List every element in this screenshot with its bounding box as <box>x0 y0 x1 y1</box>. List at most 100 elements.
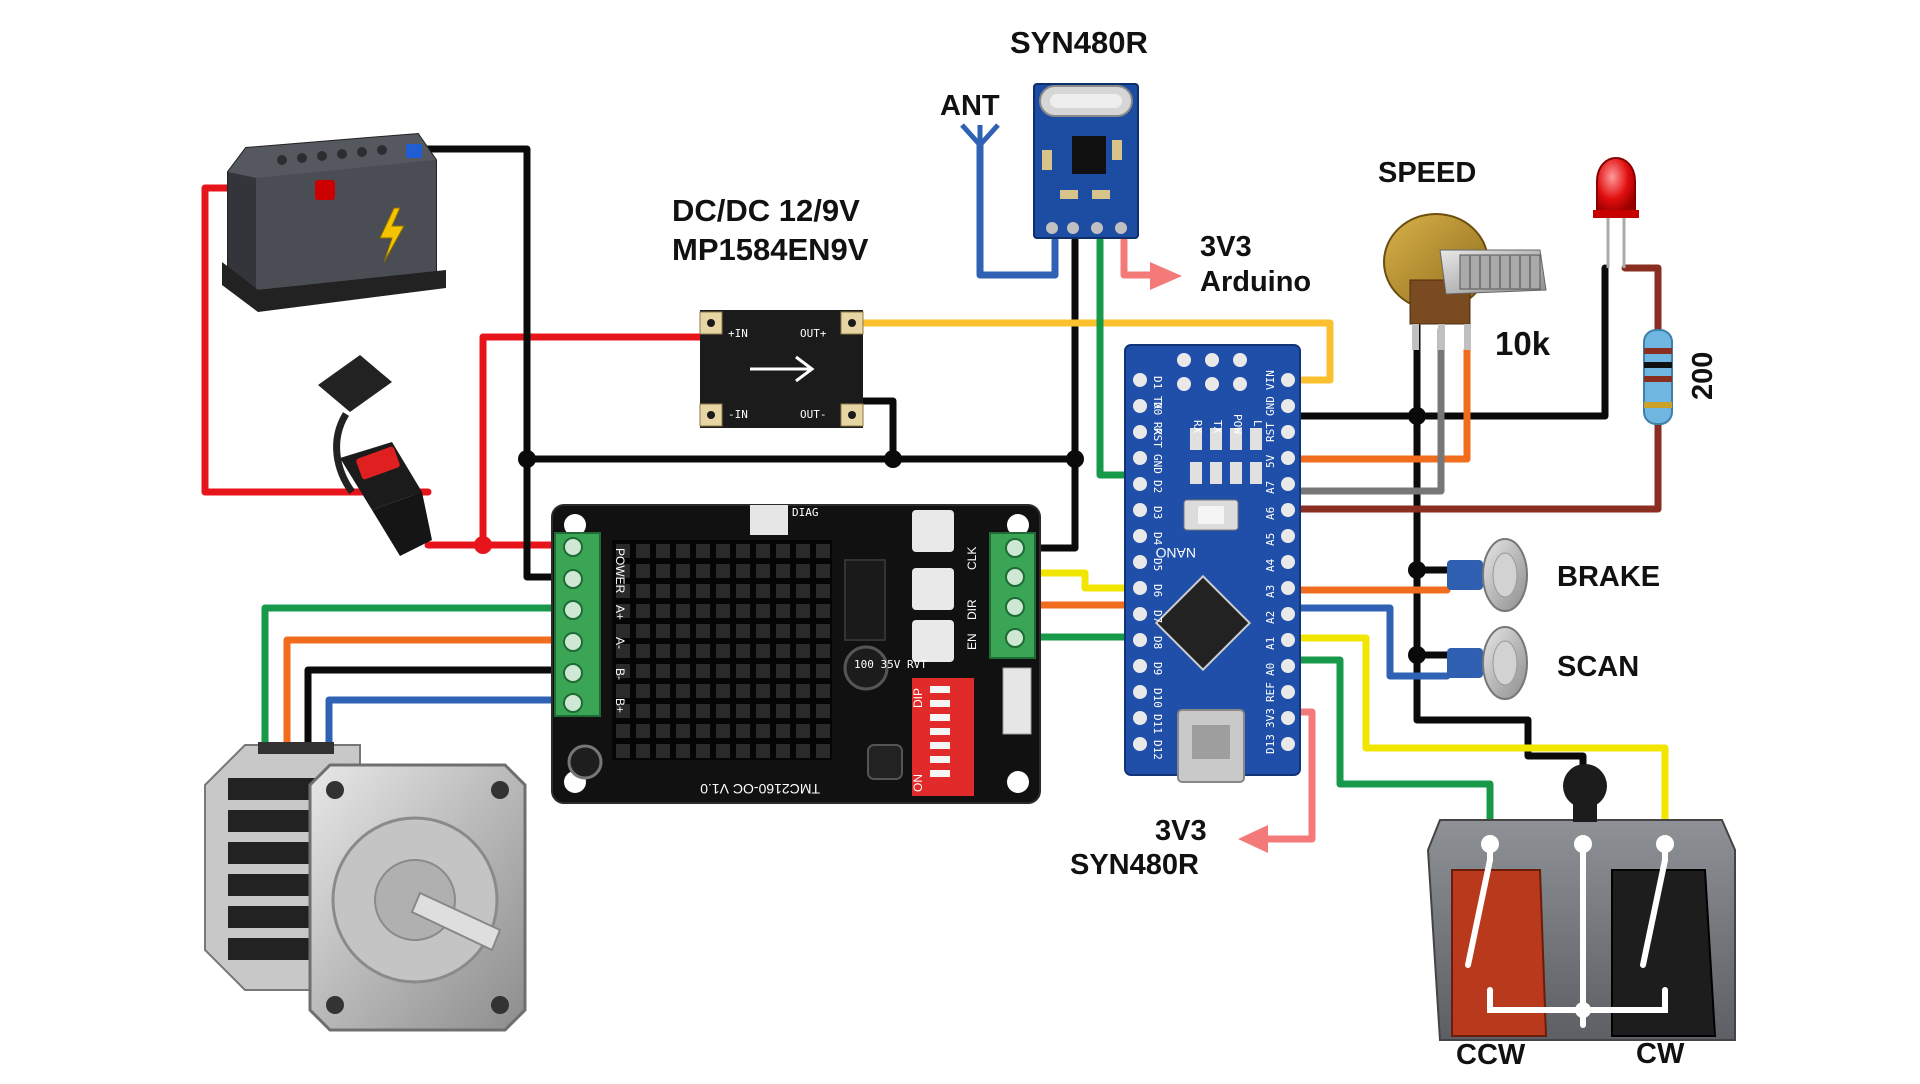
nano-header-hole <box>1281 425 1295 439</box>
nano-pin-label: D5 <box>1151 558 1164 571</box>
out-3v3-top-target: Arduino <box>1200 266 1311 298</box>
antenna-label: ANT <box>940 90 1000 122</box>
wire-scan-a2 <box>1288 604 1451 680</box>
terminal-label-en: EN <box>965 633 979 650</box>
nano-header-hole <box>1133 737 1147 751</box>
nano-header-hole <box>1281 607 1295 621</box>
nano-header-hole <box>1133 373 1147 387</box>
nano-pin-label: VIN <box>1264 370 1277 390</box>
nano-mcu <box>1154 574 1252 672</box>
nano-pin-label: A0 <box>1264 663 1277 676</box>
driver-capacitor-text: 100 35V RVT <box>854 658 927 671</box>
nano-pin-label: RST <box>1151 428 1164 448</box>
nano-header-hole <box>1133 503 1147 517</box>
nano-header-hole <box>1133 581 1147 595</box>
pedal-ccw[interactable] <box>1451 869 1548 1037</box>
led <box>1593 157 1639 268</box>
junction-dot <box>1408 646 1426 664</box>
nano-header-hole <box>1281 633 1295 647</box>
resistor-value-label: 200 <box>1687 352 1719 400</box>
nano-pin-label: A4 <box>1264 558 1277 572</box>
fuse-holder <box>318 355 432 556</box>
lightning-icon <box>379 207 405 263</box>
wire-pot-wiper <box>1288 326 1445 495</box>
nano-header-hole <box>1133 477 1147 491</box>
nano-pin-label: 3V3 <box>1264 708 1277 728</box>
arrow-3v3-top-icon <box>1150 262 1182 290</box>
wire-red-to-dcdc <box>479 333 704 549</box>
nano-pin-label: A5 <box>1264 533 1277 546</box>
nano-header-hole <box>1281 451 1295 465</box>
nano-led-rx: RX <box>1191 420 1204 434</box>
nano-pin-label: A7 <box>1264 481 1277 494</box>
out-3v3-bottom: 3V3 <box>1155 815 1207 847</box>
nano-header-hole <box>1281 555 1295 569</box>
dip-label: DIP <box>911 688 925 708</box>
nano-header-hole <box>1133 633 1147 647</box>
terminal-label-dir: DIR <box>965 599 979 620</box>
nano-header-hole <box>1133 399 1147 413</box>
nano-led-l: L <box>1251 420 1264 427</box>
dcdc-pin-out-plus: OUT+ <box>800 327 827 340</box>
junction-dot <box>518 450 536 468</box>
stepper-motor <box>204 742 527 1032</box>
wire-battery-minus <box>416 145 564 581</box>
brake-label: BRAKE <box>1557 561 1660 593</box>
cw-label: CW <box>1636 1038 1685 1070</box>
dcdc-label-line1: DC/DC 12/9V <box>672 193 860 228</box>
battery <box>222 132 446 312</box>
terminal-label-power: POWER <box>613 548 627 594</box>
nano-pin-label: D8 <box>1151 636 1164 649</box>
junction-dot <box>474 536 492 554</box>
arrow-3v3-bottom-icon <box>1238 825 1268 853</box>
arrow-right-icon <box>750 355 815 383</box>
junction-dot <box>1408 407 1426 425</box>
scan-button[interactable] <box>1447 626 1528 700</box>
nano-header-hole <box>1281 711 1295 725</box>
nano-header-hole <box>1133 529 1147 543</box>
pedal-cw[interactable] <box>1611 869 1717 1037</box>
nano-header-hole <box>1133 711 1147 725</box>
antenna-icon <box>960 123 1000 147</box>
nano-led-pow: POW <box>1231 414 1244 434</box>
wire-motor-b-minus <box>304 666 564 749</box>
labels: SYN480R ANT DC/DC 12/9V MP1584EN9V 3V3 A… <box>672 25 1719 1071</box>
junction-dot <box>1066 450 1084 468</box>
nano-pin-label: D9 <box>1151 662 1164 675</box>
nano-pin-label: D13 <box>1264 734 1277 754</box>
nano-pin-label: 5V <box>1264 454 1277 468</box>
resistor <box>1643 329 1673 425</box>
driver-name: TMC2160-OC V1.0 <box>700 781 820 797</box>
driver-dip-switch: DIP ON <box>911 678 974 796</box>
brake-button[interactable] <box>1447 538 1528 612</box>
nano-pin-label: D1 TX <box>1151 376 1164 409</box>
wire-led-anode <box>1621 264 1662 334</box>
wire-clk-d6 <box>1028 569 1137 592</box>
dcdc-pin-in-plus: +IN <box>728 327 748 340</box>
wire-dcdc-out-minus <box>859 397 897 463</box>
wire-pot-5v <box>1288 346 1471 463</box>
wire-nano-gnd <box>1288 264 1609 420</box>
nano-pin-label: D12 <box>1151 740 1164 760</box>
nano-header-hole <box>1281 399 1295 413</box>
driver-diag-label: DIAG <box>792 506 819 519</box>
tmc2160-driver: POWER A+ A- B- B+ CLK DIR EN 100 35V RVT <box>551 504 1041 804</box>
nano-header-hole <box>1133 607 1147 621</box>
junction-dots <box>474 407 1426 664</box>
scan-label: SCAN <box>1557 651 1639 683</box>
wire-ground-to-clk <box>1036 236 1079 552</box>
nano-header-hole <box>1281 581 1295 595</box>
ccw-label: CCW <box>1456 1039 1526 1071</box>
nano-pin-label: D6 <box>1151 584 1164 597</box>
nano-pin-label: D2 <box>1151 480 1164 493</box>
nano-header-hole <box>1281 685 1295 699</box>
nano-pin-label: D3 <box>1151 506 1164 519</box>
dcdc-pin-out-minus: OUT- <box>800 408 827 421</box>
wire-motor-a-minus <box>283 636 564 749</box>
nano-pin-label: D11 <box>1151 714 1164 734</box>
dcdc-pin-in-minus: -IN <box>728 408 748 421</box>
wire-antenna <box>976 141 1059 279</box>
